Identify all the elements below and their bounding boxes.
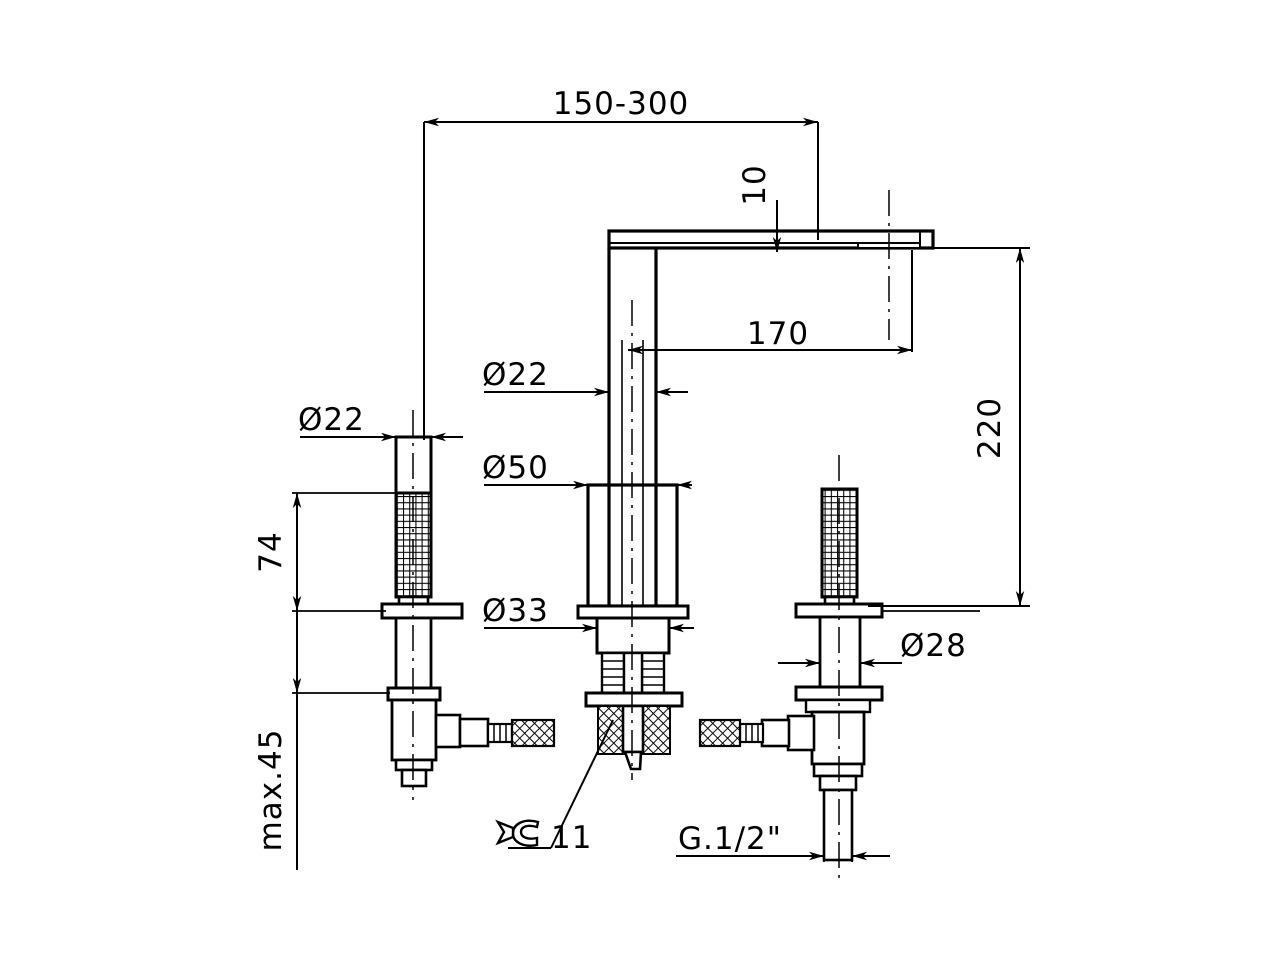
dim-label-body-diameter: Ø50 [482, 450, 549, 486]
dim-label-handle-diameter: Ø22 [298, 402, 365, 438]
thread-callout-leader [676, 800, 890, 862]
dim-label-spread: 150-300 [553, 86, 690, 122]
spout-mounting-studs [584, 651, 684, 771]
drawing-geometry [292, 117, 1030, 880]
dim-label-base-diameter: Ø33 [482, 593, 549, 629]
dim-label-spout-thickness: 10 [737, 164, 773, 205]
dim-label-shank-diameter: Ø28 [900, 628, 967, 664]
spout-base [576, 604, 690, 655]
wrench-icon [495, 819, 540, 847]
dim-label-total-height: 220 [972, 397, 1008, 459]
dim-label-riser-diameter: Ø22 [482, 357, 549, 393]
dim-label-spout-reach: 170 [747, 316, 809, 352]
dim-spread [423, 117, 819, 440]
spout-body [586, 483, 679, 608]
dim-handle-height [292, 492, 400, 870]
dim-spout-reach [628, 250, 913, 355]
centerlines [412, 190, 890, 880]
spout-arm [607, 229, 935, 250]
dim-label-handle-height: 74 [253, 531, 289, 572]
dim-shank-diameter [778, 610, 980, 668]
dim-label-thread-size: G.1/2" [678, 821, 782, 857]
dimension-labels: 150-300 10 170 220 74 max.45 Ø22 Ø22 Ø50… [253, 86, 1008, 857]
dim-total-height [868, 247, 1030, 607]
right-handle [698, 487, 884, 862]
left-handle [380, 435, 556, 788]
dim-label-wrench-size: 11 [551, 820, 592, 856]
dim-label-max-deck: max.45 [253, 729, 289, 852]
wrench-callout-leader [508, 719, 614, 849]
